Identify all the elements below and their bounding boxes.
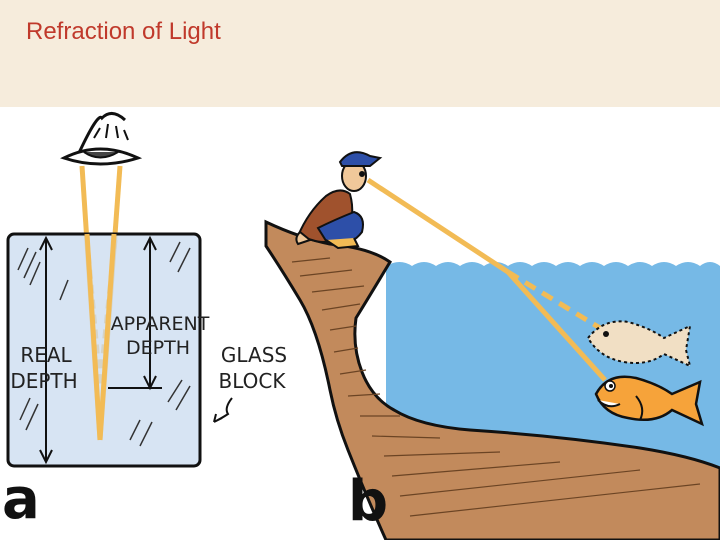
apparent-depth-arrow xyxy=(108,235,162,391)
diagram-a: REAL DEPTH APPARENT DEPTH GLASS BLOCK a xyxy=(2,112,287,532)
glass-block-pointer xyxy=(213,397,233,423)
sight-lines xyxy=(366,177,607,382)
glass-block-label-1: GLASS xyxy=(221,343,287,367)
real-fish xyxy=(594,375,704,427)
river-bank xyxy=(264,219,720,540)
panel-label-a: a xyxy=(2,467,40,532)
apparent-depth-label-1: APPARENT xyxy=(111,313,210,335)
apparent-depth-label-2: DEPTH xyxy=(126,337,190,359)
real-depth-arrow xyxy=(39,235,53,465)
bank-texture xyxy=(291,257,701,517)
eye-icon xyxy=(60,112,143,166)
panel-label-b: b xyxy=(348,469,388,534)
glass-block-label-2: BLOCK xyxy=(219,369,287,393)
glass-streaks xyxy=(17,241,191,447)
page-title: Refraction of Light xyxy=(26,18,221,45)
fisherman xyxy=(295,151,383,250)
real-depth-label-1: REAL xyxy=(20,343,72,367)
title-banner: Refraction of Light xyxy=(0,0,720,107)
apparent-fish xyxy=(586,320,692,368)
real-depth-label-2: DEPTH xyxy=(10,369,77,393)
diagram-b: b xyxy=(264,151,720,540)
